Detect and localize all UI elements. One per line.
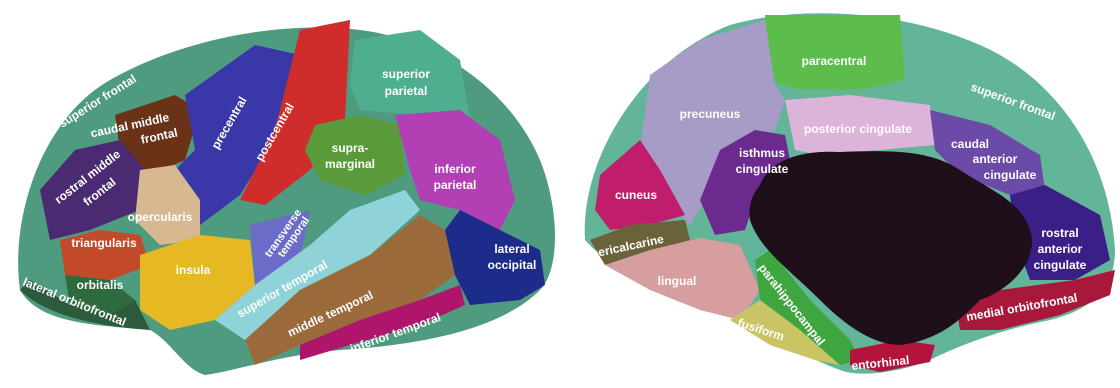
label-insula: insula xyxy=(176,263,211,277)
label-posterior-cingulate: posterior cingulate xyxy=(804,122,912,136)
label-opercularis: opercularis xyxy=(128,210,193,224)
label-lateral-occipital-1: lateral xyxy=(494,242,529,256)
label-rostral-anterior-cingulate-2: anterior xyxy=(1038,242,1083,256)
label-orbitalis: orbitalis xyxy=(77,278,124,292)
label-rostral-anterior-cingulate-3: cingulate xyxy=(1034,258,1087,272)
label-supramarginal-1: supra- xyxy=(332,141,369,155)
label-inferior-parietal-1: inferior xyxy=(434,162,476,176)
label-superior-parietal-1: superior xyxy=(382,67,430,81)
label-precuneus: precuneus xyxy=(680,107,741,121)
label-caudal-anterior-cingulate-3: cingulate xyxy=(984,168,1037,182)
label-isthmus-cingulate-2: cingulate xyxy=(736,162,789,176)
medial-hemisphere-view: paracentral precuneus superior frontal p… xyxy=(585,13,1115,373)
lateral-hemisphere-view: superior frontal caudal middle frontal p… xyxy=(18,20,555,375)
label-supramarginal-2: marginal xyxy=(325,157,375,171)
label-isthmus-cingulate-1: isthmus xyxy=(739,146,785,160)
label-caudal-anterior-cingulate-2: anterior xyxy=(973,152,1018,166)
region-paracentral xyxy=(765,15,905,90)
label-cuneus: cuneus xyxy=(615,188,657,202)
label-lateral-occipital-2: occipital xyxy=(488,258,537,272)
label-lingual: lingual xyxy=(658,274,697,288)
label-triangularis: triangularis xyxy=(71,236,137,250)
label-inferior-parietal-2: parietal xyxy=(434,178,477,192)
label-rostral-anterior-cingulate-1: rostral xyxy=(1041,226,1078,240)
label-paracentral: paracentral xyxy=(802,54,867,68)
label-caudal-anterior-cingulate-1: caudal xyxy=(951,137,989,151)
label-superior-parietal-2: parietal xyxy=(385,84,428,98)
